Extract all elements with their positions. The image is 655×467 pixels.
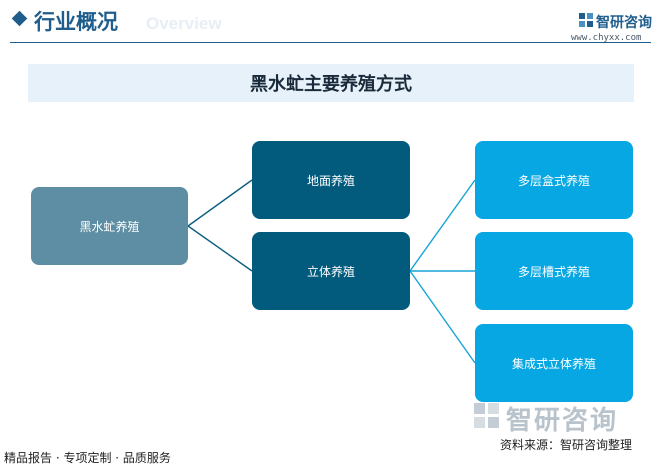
node-multilayer-trough: 多层槽式养殖	[475, 232, 633, 310]
header-divider	[10, 42, 651, 43]
figure-title: 黑水虻主要养殖方式	[250, 74, 412, 95]
watermark-brand-name: 智研咨询	[506, 406, 619, 436]
section-title-en: Overview	[146, 14, 222, 33]
brand-url: www.chyxx.com	[571, 33, 642, 43]
node-multilayer-box: 多层盒式养殖	[475, 141, 633, 219]
connector-vertical-to-integrated	[409, 270, 476, 364]
connector-root-to-ground	[187, 179, 253, 227]
connector-root-to-vertical	[187, 225, 253, 272]
brand-logo-icon	[579, 13, 593, 27]
section-title: 行业概况	[34, 10, 118, 34]
node-vertical-farming: 立体养殖	[252, 232, 410, 310]
connector-vertical-to-box	[409, 179, 476, 272]
footer-tagline: 精品报告 · 专项定制 · 品质服务	[4, 451, 171, 465]
figure-title-band: 黑水虻主要养殖方式	[28, 64, 634, 102]
node-ground-farming: 地面养殖	[252, 141, 410, 219]
watermark-brand-icon	[474, 403, 499, 428]
node-integrated-vertical: 集成式立体养殖	[475, 324, 633, 402]
node-root: 黑水虻养殖	[31, 187, 188, 265]
brand-name: 智研咨询	[596, 15, 652, 31]
source-note: 资料来源：智研咨询整理	[500, 438, 633, 452]
